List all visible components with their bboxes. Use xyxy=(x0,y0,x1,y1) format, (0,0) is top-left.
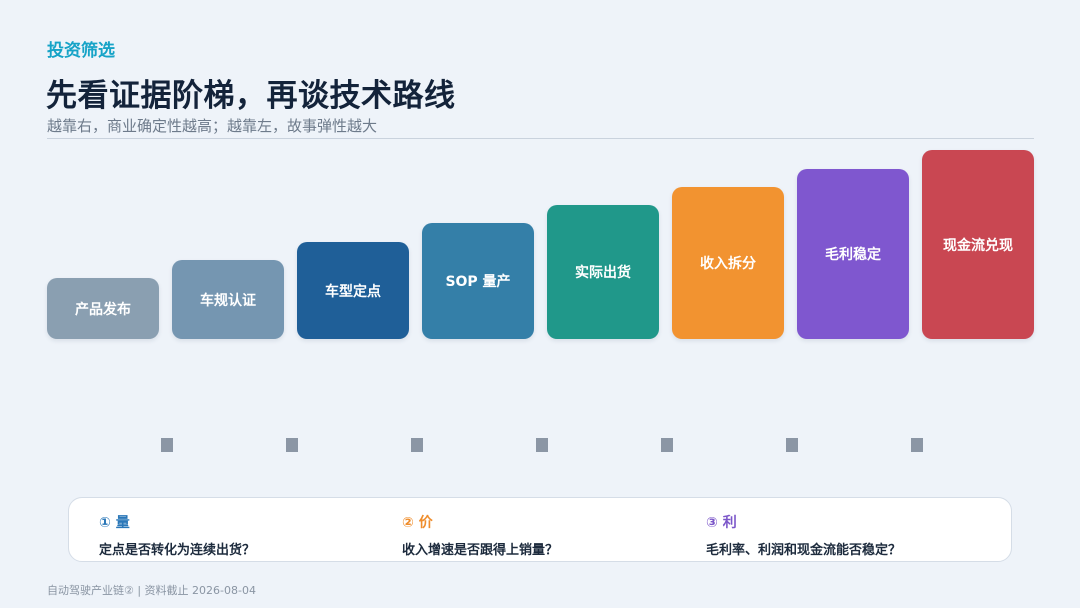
step-label: 现金流兑现 xyxy=(943,237,1013,254)
question-heading: ① 量 xyxy=(99,515,130,531)
step-actual-shipments: 实际出货 xyxy=(547,205,659,339)
question-volume: ① 量 定点是否转化为连续出货？ xyxy=(99,512,255,558)
question-text: 定点是否转化为连续出货？ xyxy=(99,543,256,558)
step-design-win: 车型定点 xyxy=(297,242,409,339)
step-cash-flow: 现金流兑现 xyxy=(922,150,1034,339)
question-text: 毛利率、利润和现金流能否稳定？ xyxy=(706,543,902,558)
step-label: 车型定点 xyxy=(325,283,381,300)
step-label: SOP 量产 xyxy=(445,274,511,290)
step-connector xyxy=(661,438,673,452)
step-label: 车规认证 xyxy=(200,292,256,309)
step-product-launch: 产品发布 xyxy=(47,278,159,339)
step-label: 收入拆分 xyxy=(700,256,756,272)
page-subtitle: 越靠右，商业确定性越高；越靠左，故事弹性越大 xyxy=(47,117,378,135)
question-price: ② 价 收入增速是否跟得上销量？ xyxy=(402,512,558,558)
key-questions-panel: ① 量 定点是否转化为连续出货？ ② 价 收入增速是否跟得上销量？ ③ 利 毛利… xyxy=(68,497,1012,562)
step-auto-grade-certification: 车规认证 xyxy=(172,260,284,339)
question-heading: ② 价 xyxy=(402,515,433,531)
footer-source: 自动驾驶产业链② | 资料截止 2026-08-04 xyxy=(47,584,256,597)
step-connector xyxy=(536,438,548,452)
step-connector xyxy=(286,438,298,452)
evidence-ladder: 产品发布 车规认证 车型定点 SOP 量产 实际出货 收入拆分 毛利稳定 现金流… xyxy=(47,150,1034,452)
step-sop-mass-production: SOP 量产 xyxy=(422,223,534,339)
step-label: 实际出货 xyxy=(575,265,631,281)
kicker: 投资筛选 xyxy=(47,41,115,61)
question-profit: ③ 利 毛利率、利润和现金流能否稳定？ xyxy=(706,512,901,558)
question-text: 收入增速是否跟得上销量？ xyxy=(402,543,559,558)
step-label: 毛利稳定 xyxy=(825,247,881,263)
step-revenue-breakdown: 收入拆分 xyxy=(672,187,784,339)
question-heading: ③ 利 xyxy=(706,515,737,531)
step-connector xyxy=(161,438,173,452)
step-connector xyxy=(786,438,798,452)
step-stable-margin: 毛利稳定 xyxy=(797,169,909,339)
title-divider xyxy=(47,138,1034,139)
step-connector xyxy=(411,438,423,452)
page-title: 先看证据阶梯，再谈技术路线 xyxy=(46,78,456,114)
step-connector xyxy=(911,438,923,452)
step-label: 产品发布 xyxy=(75,301,131,318)
